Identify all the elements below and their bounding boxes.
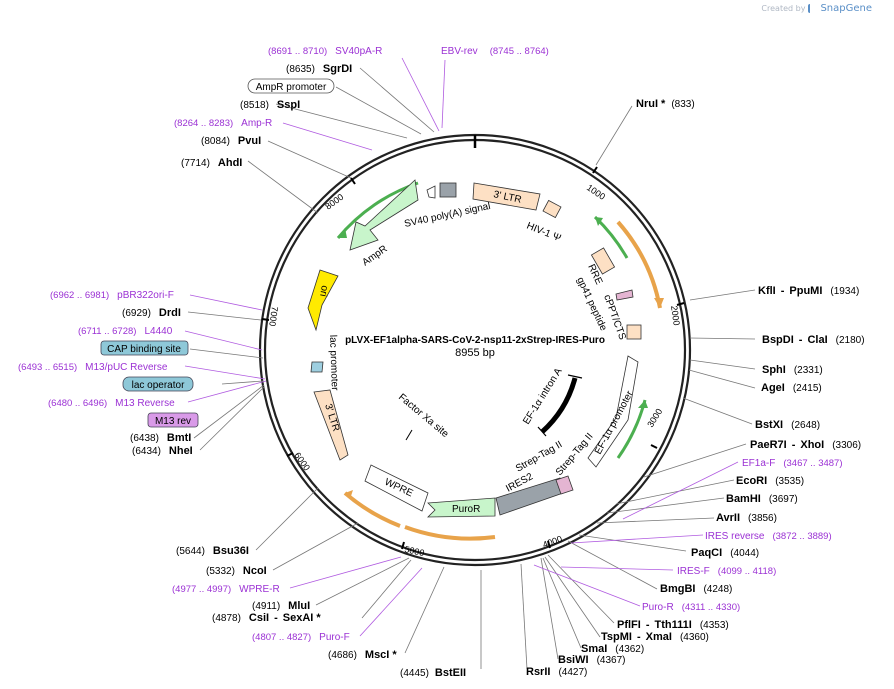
- m13-rev-box: [147, 412, 199, 428]
- rre-feature: [590, 247, 616, 275]
- site-label: (5332)NcoI: [206, 565, 267, 577]
- site-label: EcoRI(3535): [736, 475, 804, 487]
- site-label: BsiWI(4367): [558, 654, 625, 666]
- lac-operator-box: [122, 376, 194, 392]
- site-label: (8084)PvuI: [201, 135, 261, 147]
- site-label: (4878)CsiI-SexAI *: [212, 612, 321, 624]
- sv40-feature: [439, 182, 457, 198]
- site-label: BspDI-ClaI(2180): [762, 334, 865, 346]
- puror-label: PuroR: [452, 504, 480, 515]
- ampr-promoter-label: AmpR promoter: [256, 82, 327, 93]
- plasmid-size: 8955 bp: [455, 347, 495, 359]
- site-label: PaeR7I-XhoI(3306): [750, 439, 861, 451]
- ampr-label: AmpR: [360, 244, 389, 269]
- gp41-label: gp41 peptide: [574, 276, 609, 333]
- site-label: (4445)BstEII: [400, 667, 466, 679]
- primer-label: Puro-R(4311 .. 4330): [642, 602, 740, 613]
- primer-label: (6493 .. 6515)M13/pUC Reverse: [18, 362, 168, 373]
- tick-label: 3000: [645, 407, 664, 429]
- left-leaders: [187, 67, 445, 654]
- cap-binding-label: CAP binding site: [107, 344, 181, 355]
- ampr-promoter-box: [247, 78, 335, 94]
- primer-label: EF1a-F(3467 .. 3487): [742, 458, 843, 469]
- tick-label: 7000: [267, 306, 280, 327]
- site-label: NruI *(833): [636, 98, 695, 110]
- sv40-label: SV40 poly(A) signal: [403, 201, 491, 230]
- primer-label: (6962 .. 6981)pBR322ori-F: [50, 290, 174, 301]
- right-primer-leaders: [533, 461, 739, 607]
- site-label: (6434)NheI: [132, 445, 193, 457]
- site-label: (6438)BmtI: [130, 432, 191, 444]
- site-label: RsrII(4427): [526, 666, 587, 678]
- lac-operator-label: lac operator: [132, 380, 185, 391]
- puror-feature: [427, 497, 496, 518]
- primer-label: (6480 .. 6496)M13 Reverse: [48, 398, 175, 409]
- site-label: SmaI(4362): [581, 643, 644, 655]
- cap-binding-box: [100, 340, 189, 356]
- right-leaders: [480, 105, 756, 670]
- tick-label: 5000: [404, 544, 426, 558]
- site-label: (7714)AhdI: [181, 157, 242, 169]
- site-label: PaqCI(4044): [691, 547, 759, 559]
- site-label: (8635)SgrDI: [286, 63, 352, 75]
- primer-label: (8691 .. 8710)SV40pA-R: [268, 46, 382, 57]
- site-label: BmgBI(4248): [660, 583, 732, 595]
- left-site-labels: (8691 .. 8710)SV40pA-R EBV-rev(8745 .. 8…: [18, 46, 549, 661]
- plasmid-name: pLVX-EF1alpha-SARS-CoV-2-nsp11-2xStrep-I…: [345, 335, 605, 346]
- primer-label: (8264 .. 8283)Amp-R: [174, 118, 272, 129]
- wpre-feature: [364, 464, 429, 512]
- site-label: AgeI(2415): [761, 382, 822, 394]
- ef1a-intron-feature: [540, 377, 578, 434]
- site-label: (4911)MluI: [252, 600, 310, 612]
- site-label: (6929)DrdI: [122, 307, 181, 319]
- lac-promoter-label: lac promoter: [327, 335, 340, 392]
- site-label: PflFI-Tth111I(4353): [617, 619, 729, 631]
- credit: Created by SnapGene: [761, 3, 872, 14]
- site-label: (8518)SspI: [240, 99, 300, 111]
- right-site-labels: NruI *(833) KflI-PpuMI(1934) BspDI-ClaI(…: [400, 98, 865, 679]
- left-primer-leaders: [184, 57, 446, 637]
- primer-label: (4807 .. 4827)Puro-F: [252, 632, 350, 643]
- site-label: SphI(2331): [762, 364, 823, 376]
- credit-prefix: Created by: [761, 4, 806, 13]
- site-label: AvrII(3856): [716, 512, 777, 524]
- orange-arc-2: [404, 525, 496, 541]
- primer-label: EBV-rev(8745 .. 8764): [441, 46, 549, 57]
- ef1a-promoter-label: EF-1α promoter: [593, 389, 636, 457]
- hiv-label: HIV-1 Ψ: [525, 221, 563, 245]
- site-label: BamHI(3697): [726, 493, 798, 505]
- factor-xa-label: Factor Xa site: [396, 392, 451, 440]
- cppt-label: cPPT/CTS: [601, 293, 628, 341]
- credit-brand: SnapGene: [820, 3, 872, 14]
- ltr3-top-feature: [472, 182, 541, 211]
- primer-label: (4977 .. 4997)WPRE-R: [172, 584, 280, 595]
- ori-label: ori: [317, 284, 330, 297]
- primer-label: IRES-F(4099 .. 4118): [677, 566, 776, 577]
- site-label: (4686)MscI *: [328, 649, 397, 661]
- primer-label: (6711 .. 6728)L4440: [78, 326, 173, 337]
- site-label: KflI-PpuMI(1934): [758, 285, 859, 297]
- site-label: (5644)Bsu36I: [176, 545, 249, 557]
- ampr-feature: [349, 179, 419, 251]
- site-label: BstXI(2648): [755, 419, 820, 431]
- ltr3-bottom-feature: [313, 389, 349, 461]
- site-label: TspMI-XmaI(4360): [601, 631, 709, 643]
- strep2-label: Strep-Tag II: [554, 431, 596, 478]
- snapgene-logo-icon: [808, 4, 817, 13]
- ori-feature: [307, 269, 339, 332]
- primer-label: IRES reverse(3872 .. 3889): [705, 531, 832, 542]
- m13-rev-label: M13 rev: [155, 416, 191, 427]
- tick-label: 2000: [669, 305, 682, 326]
- ef1a-promoter-feature: [587, 355, 639, 468]
